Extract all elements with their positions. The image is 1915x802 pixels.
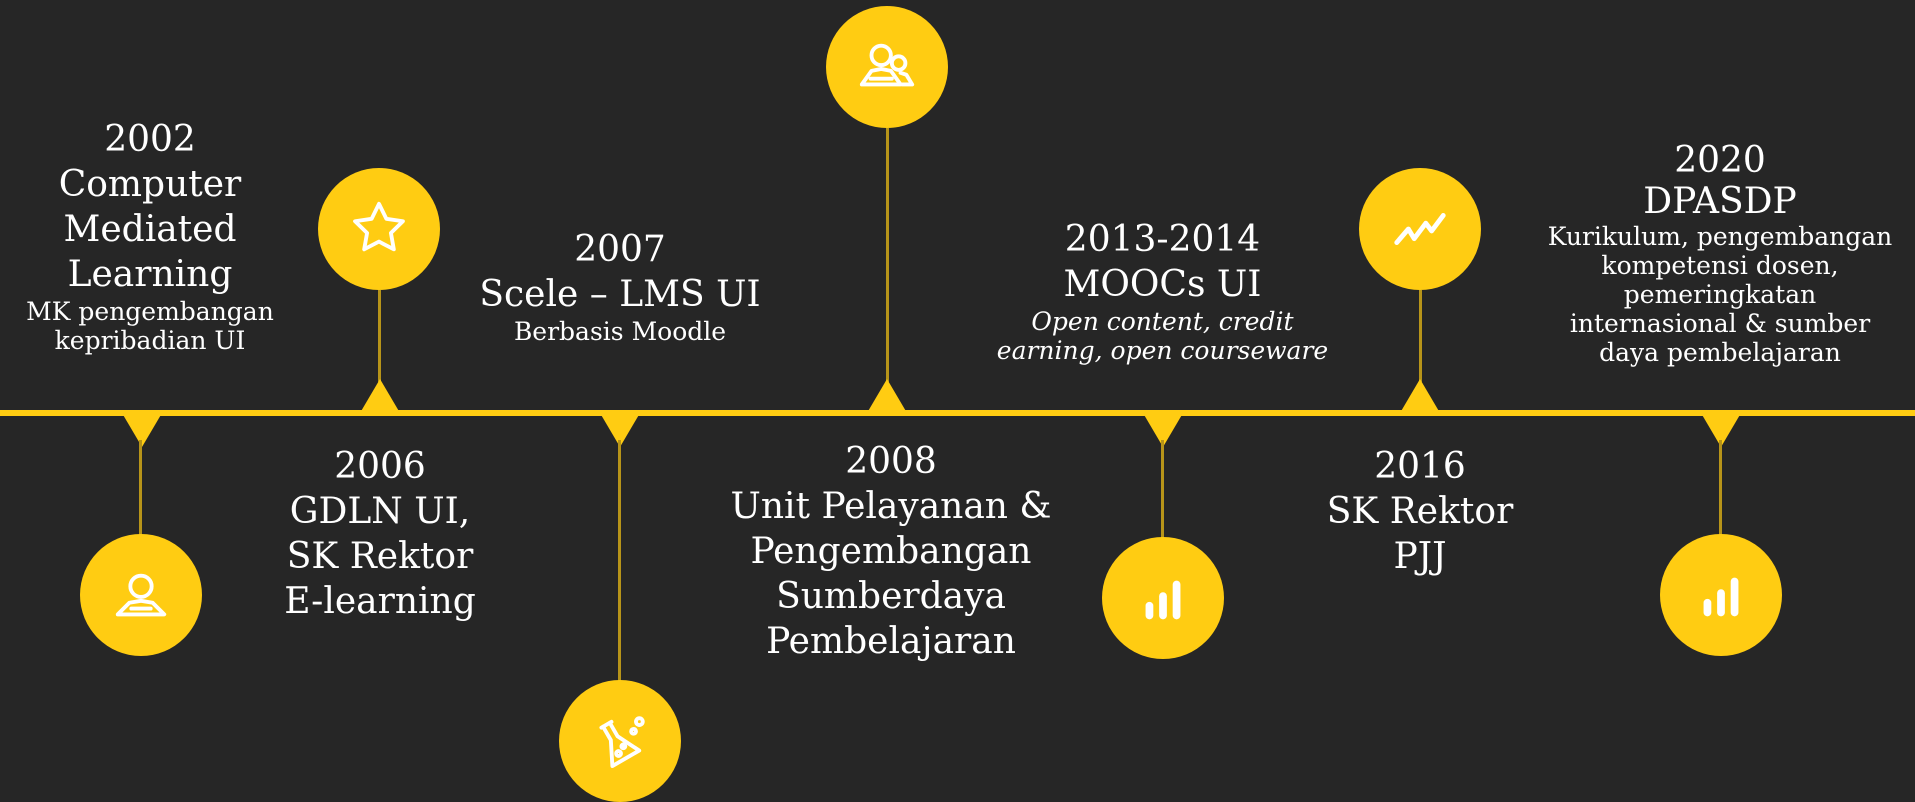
event-2002-label: 2002 Computer Mediated Learning MK penge… — [10, 117, 290, 355]
connector-line — [139, 440, 142, 540]
event-title: DPASDP — [1643, 181, 1797, 222]
event-title: Pembelajaran — [766, 621, 1016, 662]
bar-chart-icon — [1145, 580, 1181, 620]
marker-up — [1400, 379, 1440, 413]
event-subtitle: internasional & sumber — [1569, 309, 1871, 338]
connector-line — [378, 290, 381, 382]
timeline-axis — [0, 410, 1915, 416]
event-2008-label: 2008 Unit Pelayanan & Pengembangan Sumbe… — [721, 439, 1061, 664]
event-title: Unit Pelayanan & — [730, 486, 1052, 527]
connector-line — [618, 440, 621, 685]
event-title: MOOCs UI — [1063, 264, 1262, 305]
event-2020-circle — [1660, 534, 1782, 656]
event-year: 2013-2014 — [1064, 219, 1261, 260]
event-subtitle: kompetensi dosen, — [1601, 251, 1839, 280]
event-title: Sumberdaya — [776, 576, 1006, 617]
event-year: 2008 — [845, 441, 937, 482]
trend-icon — [1394, 213, 1446, 245]
flask-icon — [599, 716, 645, 768]
event-year: 2016 — [1374, 446, 1466, 487]
event-subtitle: Kurikulum, pengembangan — [1547, 222, 1893, 251]
connector-line — [1719, 440, 1722, 540]
event-2013-2014-circle — [1102, 537, 1224, 659]
event-year: 2020 — [1674, 140, 1766, 181]
event-subtitle: daya pembelajaran — [1599, 338, 1841, 367]
event-2006-label: 2006 GDLN UI, SK Rektor E-learning — [240, 444, 520, 624]
event-title: E-learning — [284, 581, 476, 622]
users-icon — [859, 43, 915, 87]
event-2020-label: 2020 DPASDP Kurikulum, pengembangan komp… — [1530, 140, 1910, 367]
event-2002-circle — [80, 534, 202, 656]
event-subtitle: Berbasis Moodle — [513, 317, 727, 346]
event-2016-circle — [1359, 168, 1481, 290]
bar-chart-icon — [1703, 577, 1739, 617]
event-2006-circle — [318, 168, 440, 290]
event-subtitle: pemeringkatan — [1623, 280, 1817, 309]
marker-up — [867, 379, 907, 413]
user-icon — [115, 573, 167, 617]
star-icon — [353, 201, 405, 252]
event-2007-circle — [559, 680, 681, 802]
event-year: 2002 — [104, 119, 196, 160]
event-2007-label: 2007 Scele – LMS UI Berbasis Moodle — [470, 227, 770, 346]
event-title: Computer — [58, 164, 242, 205]
event-title: SK Rektor — [1326, 491, 1514, 532]
event-subtitle: earning, open courseware — [996, 336, 1329, 365]
event-2008-circle — [826, 6, 948, 128]
event-title: GDLN UI, — [289, 491, 471, 532]
event-subtitle: Open content, credit — [1031, 307, 1294, 336]
event-title: PJJ — [1393, 536, 1447, 577]
connector-line — [1419, 290, 1422, 382]
event-subtitle: MK pengembangan — [26, 297, 274, 326]
event-title: Scele – LMS UI — [479, 274, 761, 315]
event-year: 2006 — [334, 446, 426, 487]
event-subtitle: kepribadian UI — [54, 326, 246, 355]
event-title: Learning — [67, 254, 233, 295]
event-2013-2014-label: 2013-2014 MOOCs UI Open content, credit … — [960, 217, 1365, 365]
event-2016-label: 2016 SK Rektor PJJ — [1280, 444, 1560, 579]
event-title: Pengembangan — [750, 531, 1032, 572]
marker-down — [122, 413, 162, 447]
event-year: 2007 — [574, 229, 666, 270]
connector-line — [1161, 440, 1164, 542]
marker-up — [360, 379, 400, 413]
connector-line — [886, 128, 889, 382]
event-title: SK Rektor — [286, 536, 474, 577]
event-title: Mediated — [63, 209, 237, 250]
